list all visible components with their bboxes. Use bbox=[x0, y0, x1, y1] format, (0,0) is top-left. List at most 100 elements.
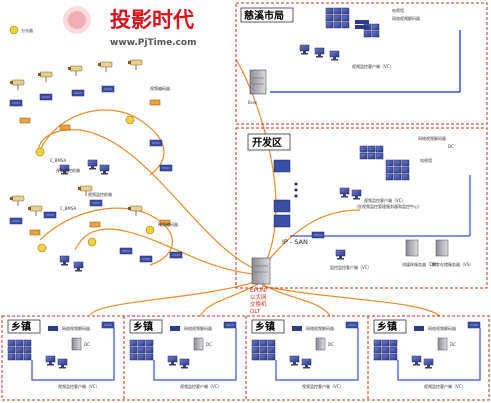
decoder-stack bbox=[355, 20, 369, 29]
town-dc-server bbox=[193, 337, 204, 351]
town-decoder-label: 网络视频解码器 bbox=[306, 325, 334, 331]
city-label-vc: 视频监控客户端（VC） bbox=[352, 63, 394, 69]
fiber-link-town2 bbox=[199, 281, 263, 317]
town-dc-server bbox=[437, 337, 448, 351]
town-wall-monitor bbox=[267, 353, 276, 361]
town-wall-monitor bbox=[137, 339, 146, 347]
city-label-tvwall: 电视墙 bbox=[392, 7, 404, 13]
dev-label-monitor-vc: 监控监控客户端（VC） bbox=[330, 264, 372, 270]
town-switch bbox=[467, 321, 481, 329]
town-wall-monitor bbox=[251, 346, 260, 354]
olt-label-2: 以太网 bbox=[250, 293, 267, 301]
town-client-pc bbox=[411, 355, 422, 366]
field-label-bmsa-1: C_BMSA bbox=[50, 158, 67, 163]
town-decoder-label: 网络视频解码器 bbox=[184, 325, 212, 331]
town-dc-label: DC bbox=[206, 342, 212, 347]
dev-label-decoder: 网络视频解码器 bbox=[418, 135, 446, 141]
olt-label-4: OLT bbox=[250, 309, 261, 315]
town-wall-monitor bbox=[381, 353, 390, 361]
town-wall-monitor bbox=[373, 346, 382, 354]
town-switch bbox=[345, 321, 359, 329]
town-wall-monitor bbox=[259, 353, 268, 361]
dev-video-wall bbox=[359, 145, 410, 181]
town-wall-monitor bbox=[267, 339, 276, 347]
towns-layer: 乡镇网络视频解码器DC视频监控客户端（VC）乡镇网络视频解码器DC视频监控客户端… bbox=[7, 319, 481, 389]
field-devices-top bbox=[9, 59, 173, 175]
bras-server bbox=[249, 69, 267, 95]
region-city-title: 慈溪市局 bbox=[244, 9, 284, 22]
town-lan-link bbox=[31, 328, 115, 381]
dev-label-vs: 数字存储服务器（VS） bbox=[432, 261, 473, 267]
field-label-bmsa-2: C_BMSA bbox=[60, 206, 77, 211]
town-wall-monitor bbox=[129, 346, 138, 354]
town-wall-monitor bbox=[251, 339, 260, 347]
town-title: 乡镇 bbox=[11, 320, 31, 333]
town-wall-monitor bbox=[7, 346, 16, 354]
legend-label: 分光器 bbox=[21, 27, 33, 33]
dev-label-dc: DC bbox=[448, 144, 454, 149]
town-decoder bbox=[48, 326, 58, 331]
town-decoder bbox=[292, 326, 302, 331]
town-title: 乡镇 bbox=[133, 320, 153, 333]
town-wall-monitor bbox=[259, 346, 268, 354]
town-wall-monitor bbox=[389, 353, 398, 361]
logo-url: www.PjTime.com bbox=[110, 38, 197, 48]
town-wall-monitor bbox=[373, 339, 382, 347]
town-1: 乡镇网络视频解码器DC视频监控客户端（VC） bbox=[7, 319, 115, 389]
ip-san-stack bbox=[273, 159, 298, 228]
fiber-link-field-bottom bbox=[74, 228, 263, 276]
region-towns bbox=[1, 315, 490, 401]
dev-pcs bbox=[339, 187, 362, 200]
field-label-encoder-2: 视频编码器 bbox=[158, 221, 178, 227]
town-wall-monitor bbox=[7, 353, 16, 361]
field-label-frontend-2: 视频监控前端 bbox=[88, 191, 112, 197]
splitter-legend-icon bbox=[9, 25, 19, 35]
town-switch bbox=[101, 321, 115, 329]
town-lan-link bbox=[275, 328, 359, 381]
town-wall-monitor bbox=[15, 339, 24, 347]
town-wall-monitor bbox=[15, 353, 24, 361]
town-wall-monitor bbox=[259, 339, 268, 347]
town-wall-monitor bbox=[23, 353, 32, 361]
town-decoder-label: 网络视频解码器 bbox=[428, 325, 456, 331]
olt-label-1: EPON/ bbox=[250, 288, 267, 294]
field-label-encoder-1: 视频编码器 bbox=[150, 85, 170, 91]
town-wall-monitor bbox=[373, 353, 382, 361]
town-client-pc bbox=[45, 355, 56, 366]
town-lan-link bbox=[153, 328, 237, 381]
town-wall-monitor bbox=[129, 339, 138, 347]
town-wall-monitor bbox=[15, 346, 24, 354]
olt-device: EPON/ 以太网 交换机 OLT bbox=[250, 257, 271, 315]
town-decoder-label: 网络视频解码器 bbox=[62, 325, 90, 331]
town-wall-monitor bbox=[267, 346, 276, 354]
town-client-pc bbox=[301, 358, 312, 369]
region-dev-title: 开发区 bbox=[252, 136, 282, 149]
town-wall-monitor bbox=[137, 346, 146, 354]
town-wall-monitor bbox=[7, 339, 16, 347]
bras-label: Bras bbox=[248, 100, 257, 105]
town-client-pc bbox=[179, 358, 190, 369]
region-dev-zone: 开发区 IP - SAN 网络视频解码器 DC 电视墙 视频监控客户端（VC bbox=[235, 127, 488, 289]
dev-label-vc: 视频监控客户端（VC） bbox=[364, 197, 406, 203]
town-wall-monitor bbox=[137, 353, 146, 361]
town-vc-label: 视频监控客户端（VC） bbox=[424, 383, 466, 389]
city-pcs bbox=[299, 44, 340, 61]
fiber-link-loop-bottom bbox=[39, 207, 174, 266]
town-3: 乡镇网络视频解码器DC视频监控客户端（VC） bbox=[251, 319, 359, 389]
town-vc-label: 视频监控客户端（VC） bbox=[302, 383, 344, 389]
dev-client-pc bbox=[335, 249, 346, 260]
fiber-links bbox=[37, 59, 441, 317]
dev-label-mgmt: （含视频监控管理服务器和监控中心） bbox=[354, 203, 422, 209]
town-client-pc bbox=[57, 358, 68, 369]
town-vc-label: 视频监控客户端（VC） bbox=[58, 383, 100, 389]
town-wall-monitor bbox=[145, 346, 154, 354]
town-dc-server bbox=[315, 337, 326, 351]
olt-label-3: 交换机 bbox=[250, 300, 267, 308]
town-decoder bbox=[414, 326, 424, 331]
fiber-link-dev bbox=[261, 209, 361, 269]
town-lan-link bbox=[397, 328, 481, 381]
legend: 分光器 bbox=[9, 25, 33, 35]
logo-text: 投影时代 bbox=[110, 8, 194, 32]
field-devices-bottom bbox=[9, 185, 183, 272]
